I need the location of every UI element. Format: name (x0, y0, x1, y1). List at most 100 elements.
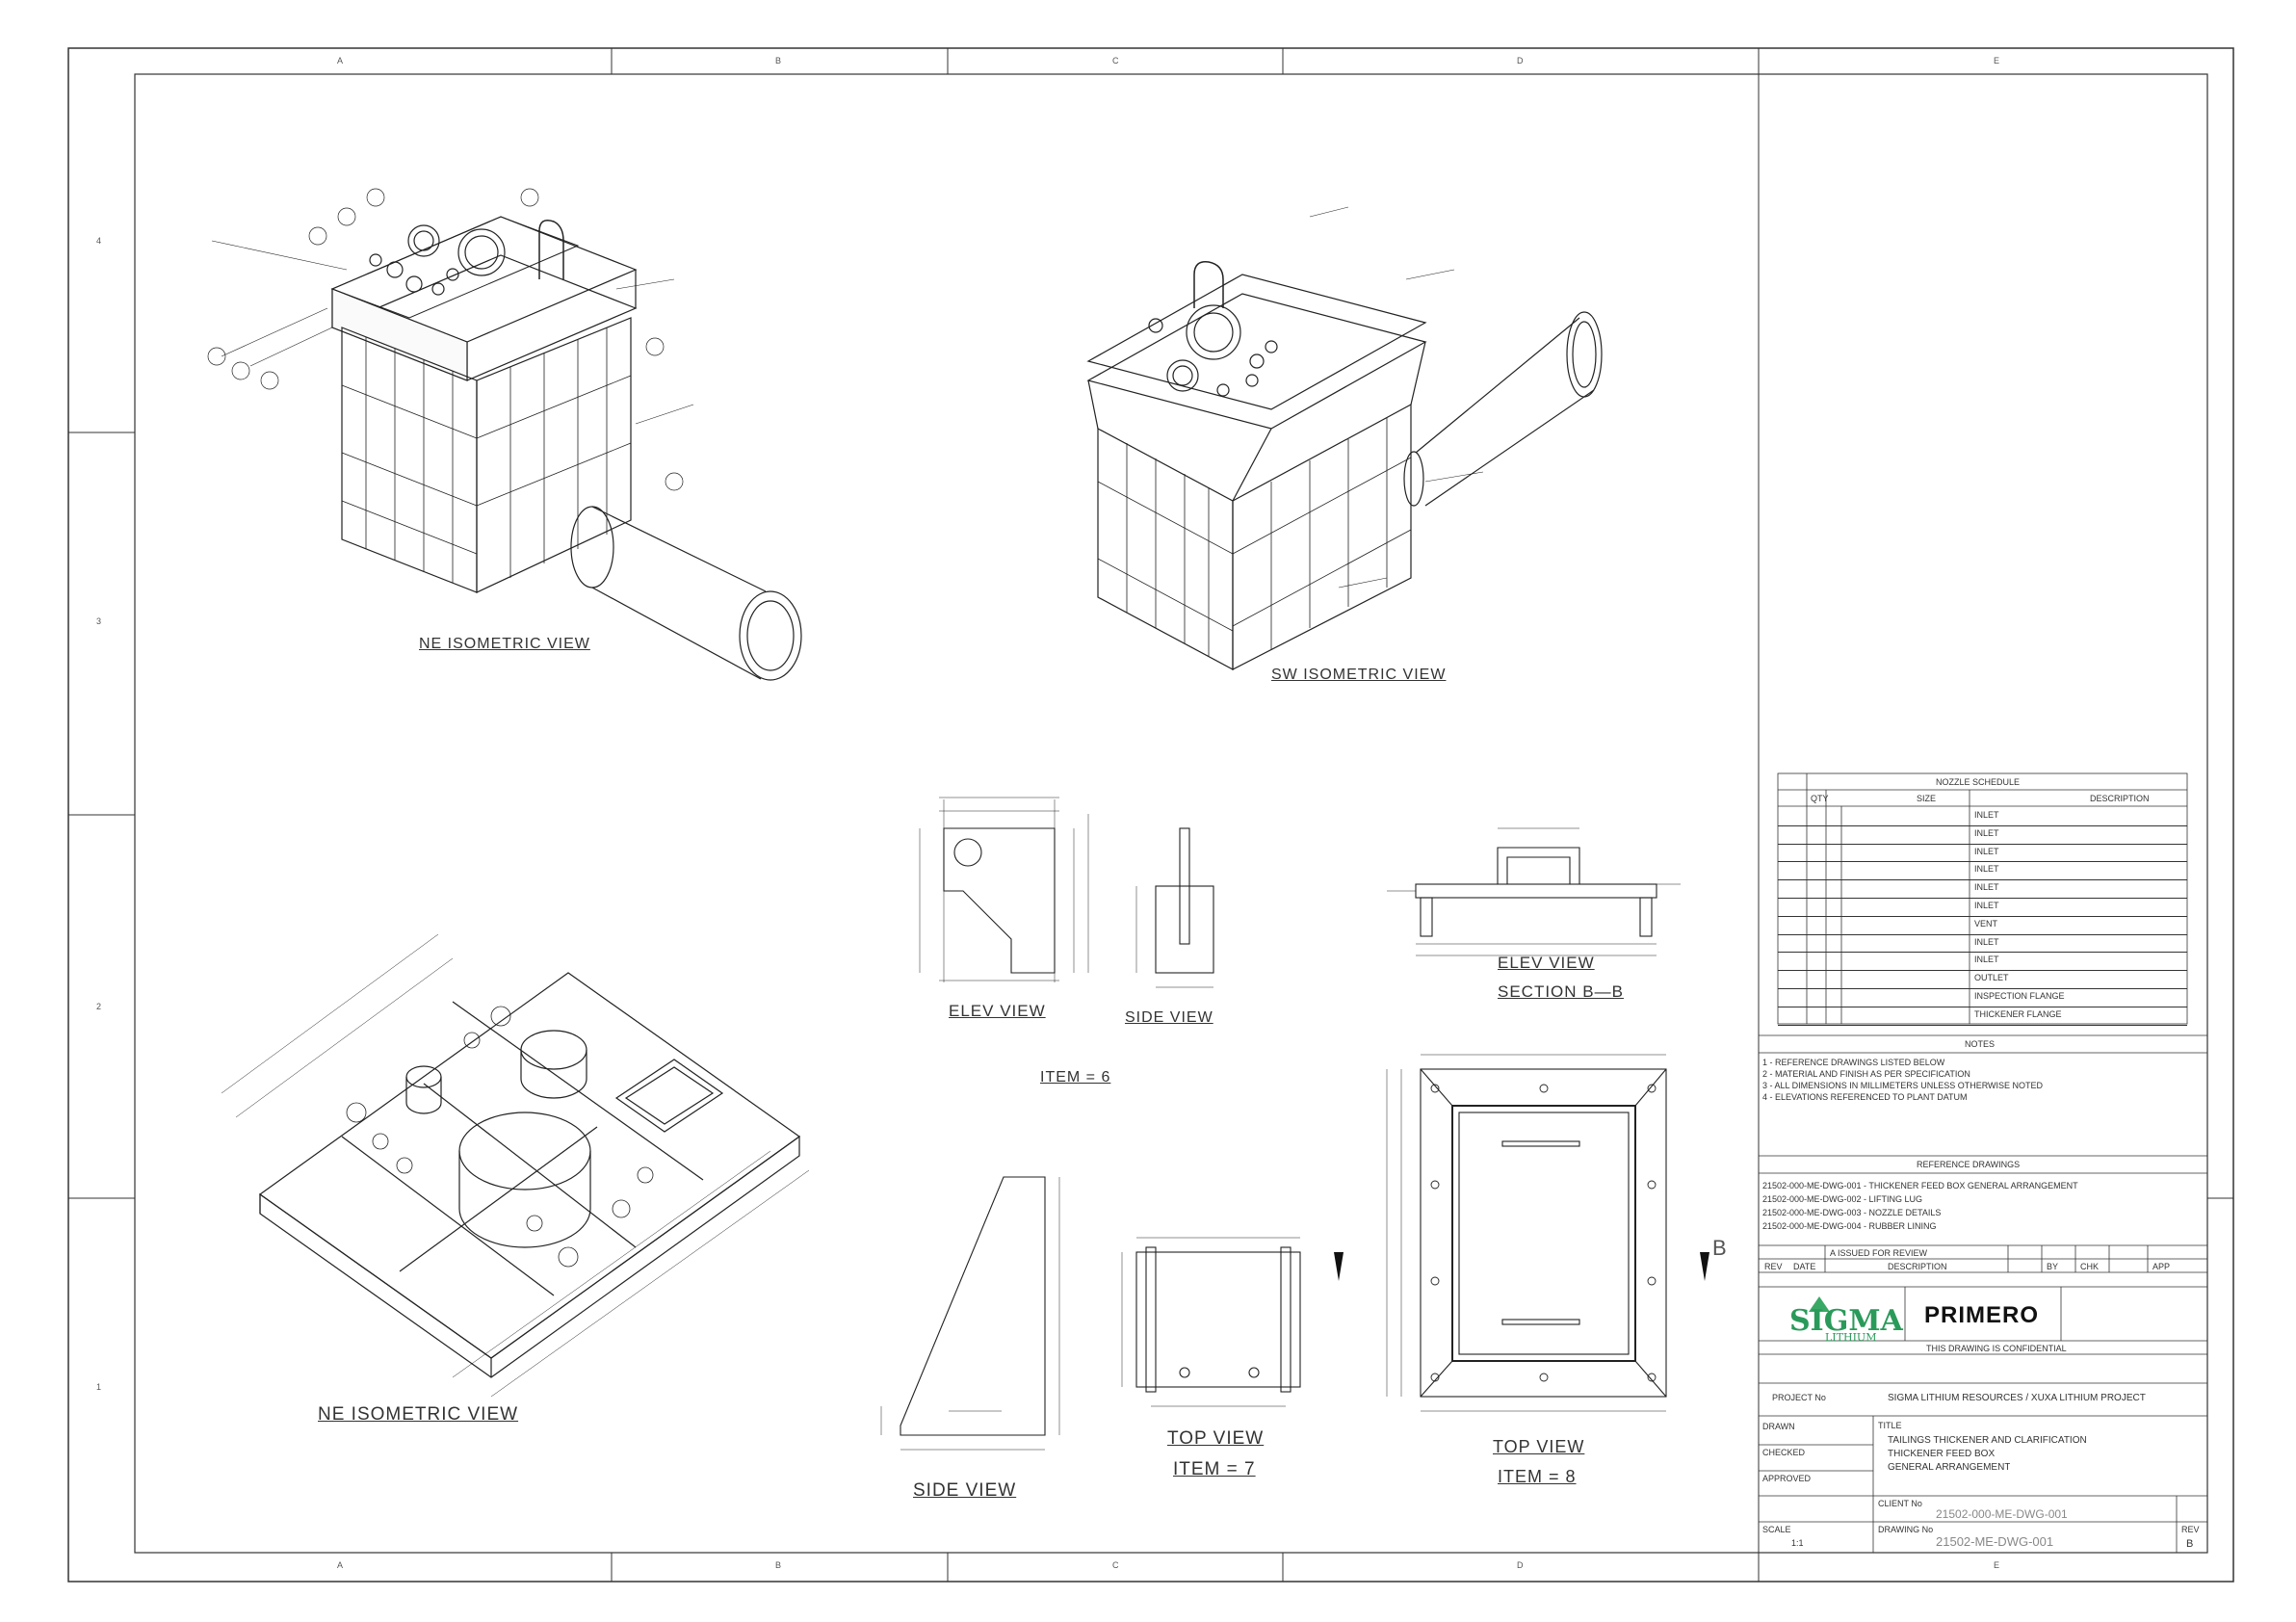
nozzle-table-grid (1777, 772, 2188, 1025)
reference-drawing-line: 21502-000-ME-DWG-004 - RUBBER LINING (1762, 1221, 1937, 1231)
revision-row-1: A ISSUED FOR REVIEW (1830, 1248, 1928, 1258)
title-label: TITLE (1878, 1421, 1902, 1430)
zone-letter-bottom-e: E (1994, 1560, 2000, 1570)
zone-row-1: 1 (96, 1382, 102, 1392)
nozzle-row-description: INLET (1974, 882, 1999, 893)
zone-letter-top-b: B (775, 56, 782, 65)
notes-title: NOTES (1965, 1039, 1996, 1049)
notes-line: 1 - REFERENCE DRAWINGS LISTED BELOW (1762, 1058, 1945, 1067)
project-name: SIGMA LITHIUM RESOURCES / XUXA LITHIUM P… (1888, 1393, 2146, 1403)
confidential-line: THIS DRAWING IS CONFIDENTIAL (1926, 1344, 2067, 1353)
nozzle-row-divider (1778, 861, 2187, 863)
view-label-side-1: SIDE VIEW (1125, 1009, 1213, 1026)
view-label-item-7: ITEM = 7 (1173, 1459, 1256, 1479)
nozzle-row-divider (1778, 970, 2187, 972)
drawn-label: DRAWN (1762, 1422, 1795, 1431)
nozzle-row-divider (1778, 898, 2187, 899)
title-line-3: GENERAL ARRANGEMENT (1888, 1462, 2011, 1473)
notes-line: 4 - ELEVATIONS REFERENCED TO PLANT DATUM (1762, 1092, 1968, 1102)
zone-row-4: 4 (96, 236, 102, 246)
item6-elev-drawing (919, 797, 1089, 982)
nozzle-row-description: INSPECTION FLANGE (1974, 991, 2065, 1001)
zone-letter-bottom-a: A (337, 1560, 344, 1570)
nozzle-row-divider (1778, 952, 2187, 954)
zone-letter-top-a: A (337, 56, 344, 65)
revision-header-by: BY (2047, 1262, 2059, 1271)
view-label-side-2: SIDE VIEW (913, 1480, 1017, 1501)
nozzle-row-divider (1778, 843, 2187, 845)
view-label-elev-1: ELEV VIEW (949, 1002, 1046, 1020)
section-marker-label: B (1712, 1236, 1727, 1260)
nozzle-row-description: INLET (1974, 955, 1999, 965)
section-arrow-left (1334, 1252, 1344, 1281)
sigma-logo-subtext: LITHIUM (1825, 1331, 1877, 1344)
section-arrow-right (1700, 1252, 1709, 1281)
zone-letter-top-e: E (1994, 56, 2000, 65)
nozzle-row-description: VENT (1974, 918, 1998, 929)
zone-letter-bottom-d: D (1517, 1560, 1524, 1570)
view-label-sw-isometric: SW ISOMETRIC VIEW (1271, 667, 1447, 683)
item7-side-drawing (880, 1176, 1060, 1451)
nozzle-row-divider (1778, 879, 2187, 881)
scale-value: 1:1 (1791, 1538, 1804, 1548)
view-label-ne-isometric-upper: NE ISOMETRIC VIEW (419, 636, 590, 652)
nozzle-table-title: NOZZLE SCHEDULE (1936, 777, 2021, 787)
zone-letter-top-d: D (1517, 56, 1524, 65)
rev-value: B (2186, 1538, 2194, 1550)
view-label-item-8: ITEM = 8 (1498, 1467, 1577, 1486)
sw-isometric-box-drawing (1086, 206, 1603, 671)
nozzle-header-size: SIZE (1917, 794, 1937, 803)
drawing-number: 21502-ME-DWG-001 (1936, 1534, 2054, 1549)
revision-header-description: DESCRIPTION (1888, 1262, 1947, 1271)
reference-drawing-line: 21502-000-ME-DWG-002 - LIFTING LUG (1762, 1194, 1923, 1204)
view-label-item-6: ITEM = 6 (1040, 1069, 1111, 1086)
client-number: 21502-000-ME-DWG-001 (1936, 1507, 2068, 1521)
zone-row-3: 3 (96, 616, 102, 626)
notes-line: 2 - MATERIAL AND FINISH AS PER SPECIFICA… (1762, 1069, 1970, 1079)
title-block-grid (1759, 1034, 2207, 1553)
zone-letter-bottom-b: B (775, 1560, 782, 1570)
item7-top-drawing (1121, 1237, 1301, 1407)
zone-row-2: 2 (96, 1002, 102, 1011)
nozzle-row-divider (1778, 933, 2187, 935)
item6-side-drawing (1135, 827, 1214, 988)
item8-top-drawing (1386, 1054, 1667, 1412)
revision-header-date: DATE (1793, 1262, 1816, 1271)
sigma-logo-text: SIGMA (1789, 1304, 1903, 1338)
primero-logo-text: PRIMERO (1924, 1302, 2040, 1328)
drawing-number-label: DRAWING No (1878, 1525, 1934, 1534)
view-label-ne-isometric-lower: NE ISOMETRIC VIEW (318, 1404, 519, 1425)
reference-drawing-line: 21502-000-ME-DWG-003 - NOZZLE DETAILS (1762, 1208, 1942, 1217)
reference-drawings-title: REFERENCE DRAWINGS (1917, 1160, 2021, 1169)
nozzle-header-description: DESCRIPTION (2090, 794, 2150, 803)
nozzle-header-qty: QTY (1811, 794, 1829, 803)
view-label-top-1: TOP VIEW (1167, 1428, 1265, 1449)
nozzle-row-divider (1778, 1024, 2187, 1026)
rev-label: REV (2181, 1525, 2200, 1534)
approved-label: APPROVED (1762, 1474, 1812, 1483)
nozzle-row-divider (1778, 824, 2187, 826)
client-number-label: CLIENT No (1878, 1499, 1922, 1508)
nozzle-row-divider (1778, 988, 2187, 989)
nozzle-row-description: INLET (1974, 810, 1999, 820)
nozzle-row-description: INLET (1974, 864, 1999, 875)
ne-isometric-box-drawing (207, 188, 802, 681)
revision-header-app: APP (2152, 1262, 2171, 1271)
view-label-section-bb: SECTION B—B (1498, 982, 1624, 1001)
view-label-elev-2: ELEV VIEW (1498, 954, 1595, 972)
sigma-leaf-icon (1809, 1296, 1830, 1312)
zone-letter-bottom-c: C (1112, 1560, 1119, 1570)
title-line-2: THICKENER FEED BOX (1888, 1449, 1996, 1459)
ne-isometric-plate-drawing (221, 933, 810, 1398)
nozzle-row-description: THICKENER FLANGE (1974, 1008, 2062, 1019)
reference-drawing-line: 21502-000-ME-DWG-001 - THICKENER FEED BO… (1762, 1181, 2078, 1190)
scale-label: SCALE (1762, 1525, 1791, 1534)
notes-line: 3 - ALL DIMENSIONS IN MILLIMETERS UNLESS… (1762, 1081, 2044, 1090)
nozzle-row-description: INLET (1974, 901, 1999, 910)
revision-header-rev: REV (1764, 1262, 1783, 1271)
revision-header-chk: CHK (2080, 1262, 2100, 1271)
view-label-top-2: TOP VIEW (1493, 1437, 1585, 1456)
project-label: PROJECT No (1772, 1393, 1826, 1402)
nozzle-row-description: OUTLET (1974, 973, 2009, 983)
